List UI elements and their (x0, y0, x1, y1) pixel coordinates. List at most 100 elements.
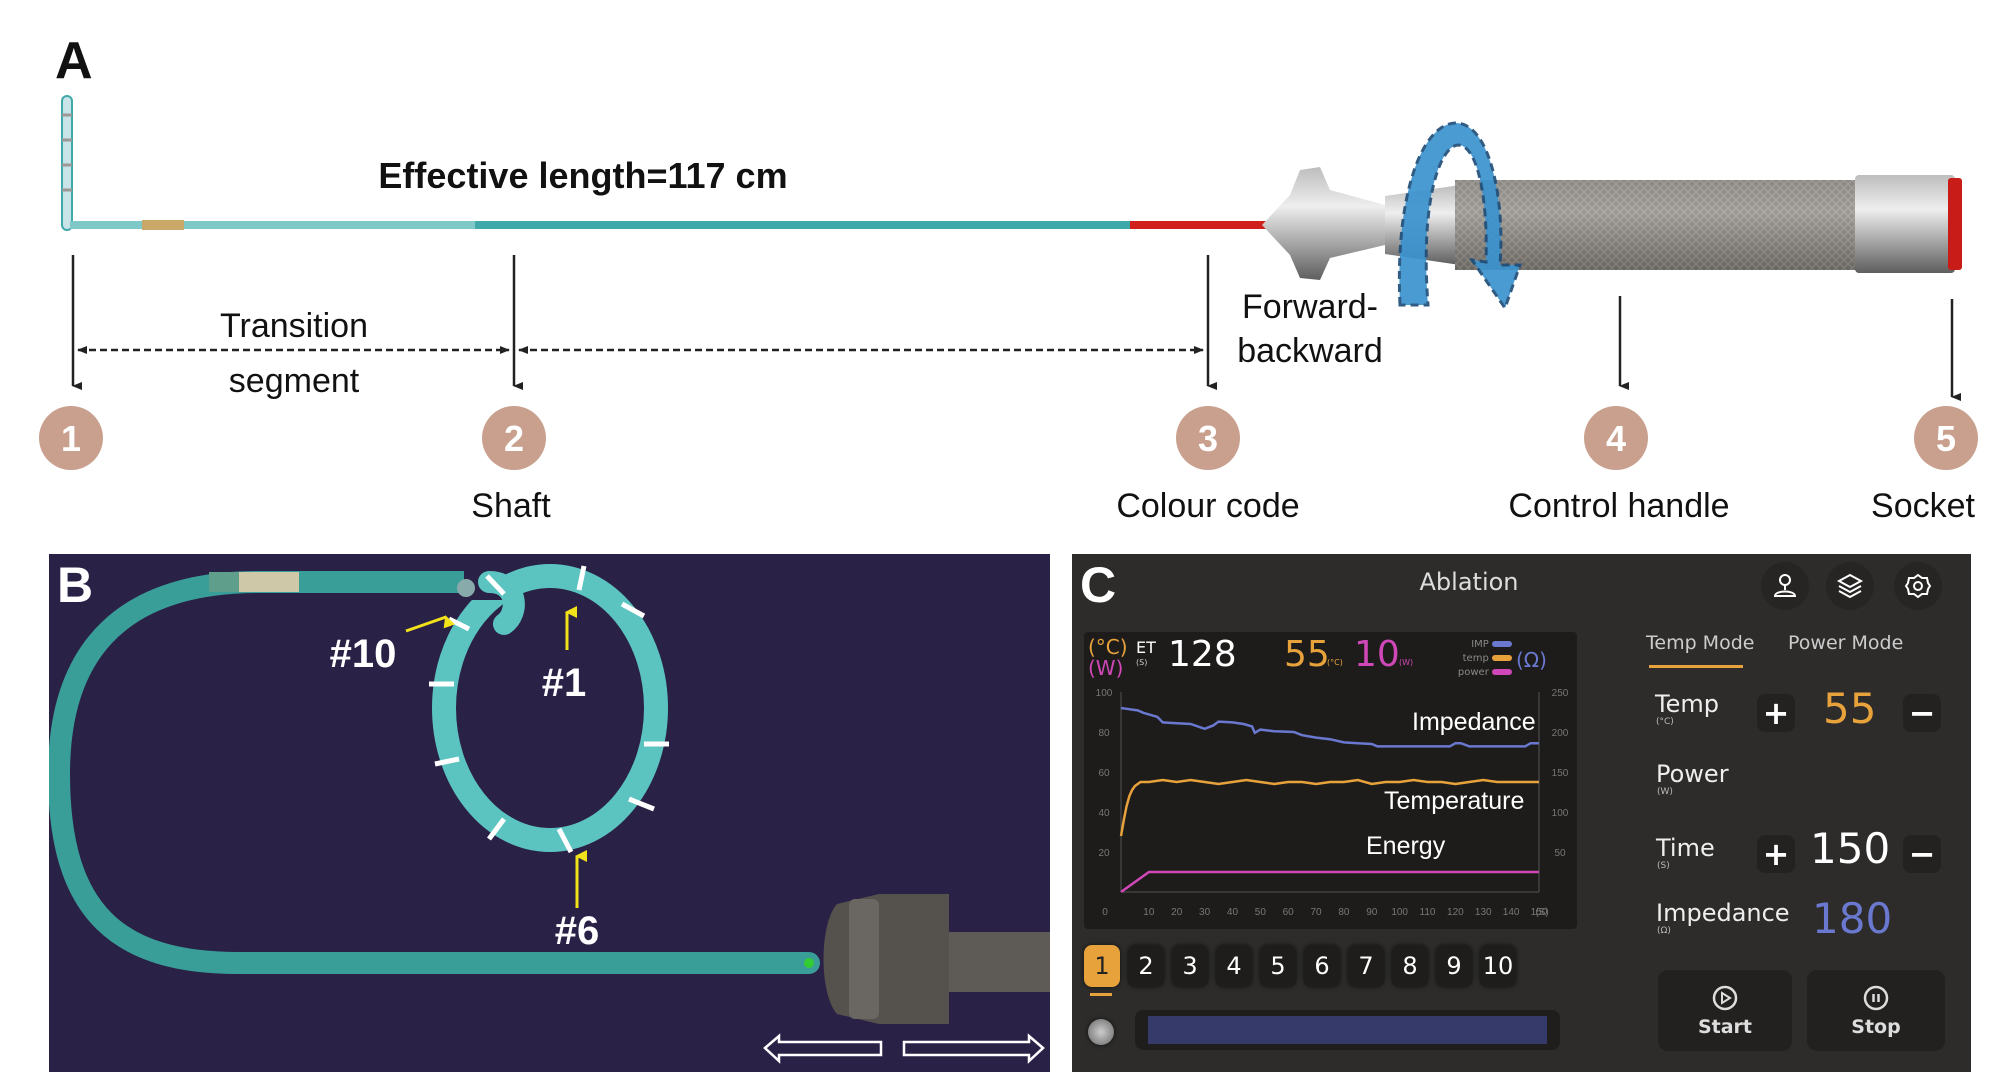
channel-button-6[interactable]: 6 (1304, 945, 1340, 987)
shaft-label: Shaft (471, 487, 551, 525)
panel-b: B #10 #1 #6 (49, 554, 1050, 1072)
svg-text:1: 1 (61, 418, 81, 459)
time-increase-button[interactable]: + (1757, 835, 1795, 873)
start-label: Start (1697, 1015, 1753, 1038)
x-tick-label: 70 (1311, 907, 1323, 918)
catheter-illustration (61, 95, 1962, 312)
time-decrease-button[interactable]: − (1903, 835, 1941, 873)
panel-b-letter: B (57, 557, 93, 613)
segment-label: segment (229, 362, 360, 400)
et-label: ET (1136, 638, 1156, 657)
marker-3: 3 (1176, 406, 1240, 470)
status-led (1088, 1019, 1114, 1045)
current-temp-unit: (°C) (1327, 658, 1343, 667)
x-tick-label: 110 (1420, 907, 1436, 918)
x-tick-label: 150 (1531, 907, 1548, 918)
tab-power-mode[interactable]: Power Mode (1788, 632, 1904, 654)
backward-label: backward (1237, 332, 1383, 370)
screen-title: Ablation (1419, 568, 1519, 596)
loop-catheter-illustration (49, 564, 1050, 1024)
x-tick-label: 0 (1102, 907, 1108, 918)
right-y-tick-label: 250 (1552, 688, 1569, 699)
chart-area: (°C) (W) ET (S) 128 55 (°C) 10 (W) IMP t… (1084, 632, 1577, 929)
channel-button-7[interactable]: 7 (1348, 945, 1384, 987)
settings-button[interactable] (1894, 562, 1942, 610)
left-y-tick-label: 40 (1098, 808, 1110, 819)
impedance-unit: (Ω) (1657, 926, 1671, 936)
pointer-e10 (405, 615, 455, 633)
legend-imp-label: IMP (1471, 639, 1489, 650)
right-y-tick-label: 150 (1552, 768, 1569, 779)
stop-button[interactable]: Stop (1807, 970, 1945, 1051)
x-tick-label: 130 (1475, 907, 1492, 918)
current-temp-value: 55 (1284, 634, 1330, 675)
left-y-tick-label: 100 (1096, 688, 1113, 699)
legend-imp-swatch (1492, 641, 1512, 647)
marker-2: 2 (482, 406, 546, 470)
effective-length-label: Effective length=117 cm (378, 155, 787, 196)
legend-power-swatch (1492, 669, 1512, 675)
channel-button-5[interactable]: 5 (1260, 945, 1296, 987)
channel-button-8[interactable]: 8 (1392, 945, 1428, 987)
marker-4: 4 (1584, 406, 1648, 470)
forward-arrow-icon (902, 1033, 1045, 1064)
left-y-tick-label: 20 (1098, 848, 1110, 859)
series-line-imp (1120, 706, 1539, 748)
svg-text:2: 2 (504, 418, 524, 459)
series-line-temp (1119, 778, 1539, 837)
power-axis-unit: (W) (1088, 656, 1124, 680)
power-label: Power (1656, 760, 1729, 788)
x-tick-label: 60 (1283, 907, 1295, 918)
active-tab-indicator (1649, 665, 1743, 668)
time-label: Time (1656, 834, 1715, 862)
legend-temp-swatch (1492, 655, 1512, 661)
x-tick-label: 50 (1255, 907, 1267, 918)
marker-5: 5 (1914, 406, 1978, 470)
time-unit: (S) (1657, 861, 1670, 871)
progress-bar (1148, 1016, 1547, 1044)
svg-text:3: 3 (1198, 418, 1218, 459)
x-tick-label: 100 (1391, 907, 1408, 918)
panel-a: A Effective length=117 cm Transition seg… (39, 32, 1978, 525)
marker-1: 1 (39, 406, 103, 470)
x-tick-label: 30 (1199, 907, 1211, 918)
impedance-label: Impedance (1656, 899, 1790, 927)
series-line-power (1120, 870, 1539, 894)
channel-button-2[interactable]: 2 (1128, 945, 1164, 987)
channel-button-1[interactable]: 1 (1084, 945, 1120, 987)
impedance-axis-unit: (Ω) (1516, 648, 1547, 672)
user-pin-button[interactable] (1761, 562, 1809, 610)
svg-text:5: 5 (1936, 418, 1956, 459)
right-y-tick-label: 200 (1552, 728, 1569, 739)
x-tick-label: 120 (1447, 907, 1464, 918)
rotation-arrow-icon (1397, 121, 1523, 312)
start-button[interactable]: Start (1658, 970, 1792, 1051)
current-power-value: 10 (1354, 634, 1400, 675)
x-tick-label: 80 (1338, 907, 1350, 918)
temperature-annotation: Temperature (1384, 787, 1524, 815)
channel-button-4[interactable]: 4 (1216, 945, 1252, 987)
layers-icon (1836, 573, 1864, 599)
channel-button-9[interactable]: 9 (1436, 945, 1472, 987)
power-unit: (W) (1657, 787, 1673, 797)
control-handle-label: Control handle (1508, 487, 1729, 525)
legend-power-label: power (1457, 667, 1489, 678)
x-axis-unit: (S) (1535, 907, 1548, 918)
tab-temp-mode[interactable]: Temp Mode (1646, 632, 1755, 654)
channel-button-3[interactable]: 3 (1172, 945, 1208, 987)
temp-axis-unit: (°C) (1088, 635, 1128, 659)
impedance-limit-value: 180 (1812, 894, 1893, 943)
panel-a-letter: A (55, 32, 93, 90)
transition-label: Transition (220, 307, 368, 345)
elapsed-time-value: 128 (1168, 634, 1237, 675)
channel-button-10[interactable]: 10 (1480, 945, 1516, 987)
layers-button[interactable] (1826, 562, 1874, 610)
temp-increase-button[interactable]: + (1757, 694, 1795, 732)
progress-track (1135, 1010, 1560, 1050)
socket-label: Socket (1871, 487, 1975, 525)
legend-temp-label: temp (1462, 653, 1489, 664)
right-y-tick-label: 50 (1554, 848, 1566, 859)
temp-decrease-button[interactable]: − (1903, 694, 1941, 732)
x-tick-label: 140 (1503, 907, 1520, 918)
